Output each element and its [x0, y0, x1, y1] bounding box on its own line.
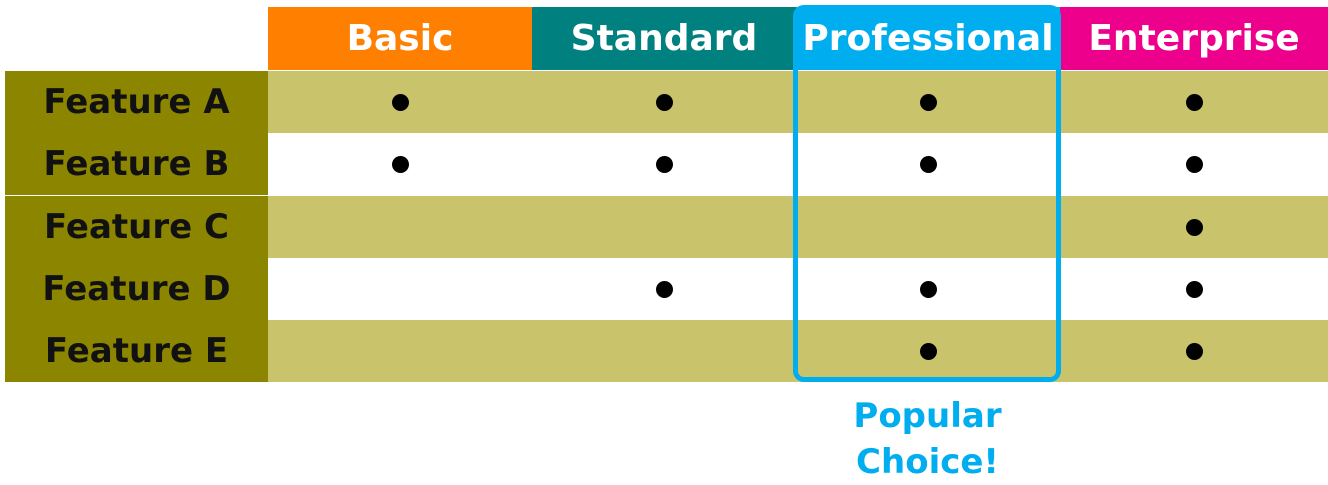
popular-note-line2: Choice!: [856, 442, 999, 482]
feature-cell-standard: [532, 320, 796, 382]
feature-label: Feature B: [5, 133, 268, 195]
feature-cell-basic: [268, 71, 532, 133]
feature-cell-basic: [268, 196, 532, 258]
feature-label: Feature E: [5, 320, 268, 382]
included-dot-icon: [919, 155, 937, 173]
feature-cell-enterprise: [1060, 71, 1328, 133]
feature-label: Feature C: [5, 196, 268, 258]
included-dot-icon: [391, 155, 409, 173]
plan-header-basic: Basic: [268, 7, 532, 70]
feature-row: Feature B: [5, 133, 1328, 195]
included-dot-icon: [1185, 218, 1203, 236]
feature-cell-professional: [796, 320, 1060, 382]
included-dot-icon: [1185, 280, 1203, 298]
included-dot-icon: [919, 280, 937, 298]
feature-cell-enterprise: [1060, 133, 1328, 195]
feature-cell-basic: [268, 320, 532, 382]
feature-cell-standard: [532, 258, 796, 320]
feature-label: Feature A: [5, 71, 268, 133]
feature-row: Feature A: [5, 71, 1328, 133]
feature-cell-professional: [796, 133, 1060, 195]
included-dot-icon: [1185, 155, 1203, 173]
included-dot-icon: [655, 93, 673, 111]
plan-header-enterprise: Enterprise: [1060, 7, 1328, 70]
plan-header-standard: Standard: [532, 7, 796, 70]
feature-row: Feature D: [5, 258, 1328, 320]
feature-cell-professional: [796, 258, 1060, 320]
feature-cell-professional: [796, 196, 1060, 258]
feature-cell-enterprise: [1060, 320, 1328, 382]
popular-note-line1: Popular: [853, 396, 1002, 436]
included-dot-icon: [655, 280, 673, 298]
feature-cell-standard: [532, 133, 796, 195]
feature-cell-standard: [532, 71, 796, 133]
included-dot-icon: [919, 342, 937, 360]
feature-cell-basic: [268, 133, 532, 195]
plan-header-professional: Professional: [796, 7, 1060, 70]
included-dot-icon: [1185, 93, 1203, 111]
feature-cell-enterprise: [1060, 258, 1328, 320]
feature-cell-standard: [532, 196, 796, 258]
included-dot-icon: [919, 93, 937, 111]
included-dot-icon: [1185, 342, 1203, 360]
feature-cell-basic: [268, 258, 532, 320]
included-dot-icon: [655, 155, 673, 173]
feature-cell-professional: [796, 71, 1060, 133]
popular-choice-note: Popular Choice!: [800, 393, 1055, 485]
included-dot-icon: [391, 93, 409, 111]
feature-row: Feature C: [5, 196, 1328, 258]
feature-cell-enterprise: [1060, 196, 1328, 258]
feature-label: Feature D: [5, 258, 268, 320]
feature-row: Feature E: [5, 320, 1328, 382]
